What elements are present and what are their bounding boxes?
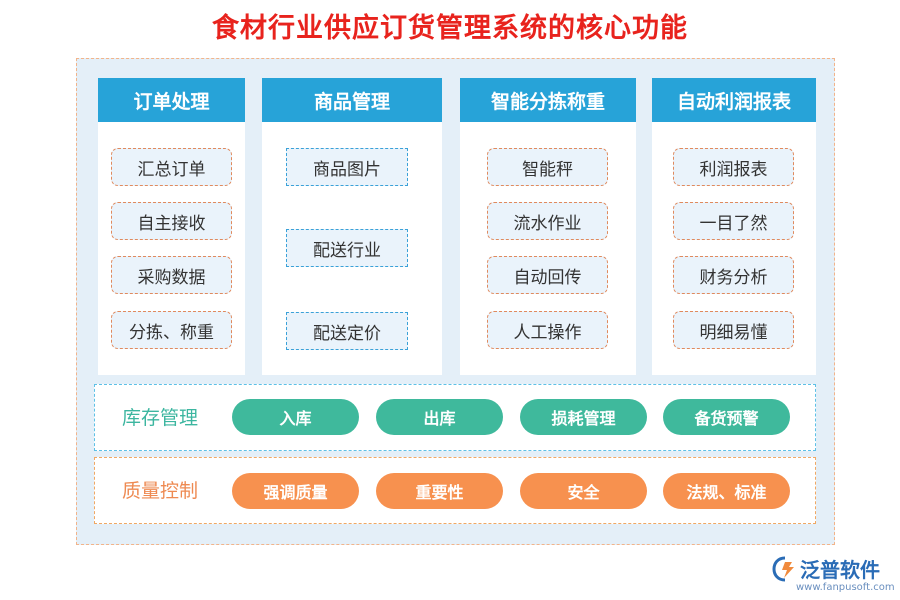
column-header: 智能分拣称重 bbox=[460, 78, 636, 122]
function-item: 自动回传 bbox=[487, 256, 608, 294]
column-smart-sorting-weighing: 智能分拣称重 智能秤 流水作业 自动回传 人工操作 bbox=[460, 78, 636, 375]
function-item: 流水作业 bbox=[487, 202, 608, 240]
logo-name: 泛普软件 bbox=[800, 558, 880, 582]
quality-pill: 强调质量 bbox=[232, 473, 359, 509]
inventory-pill: 损耗管理 bbox=[520, 399, 647, 435]
brand-logo: 泛普软件 www.fanpusoft.com bbox=[770, 552, 895, 596]
inventory-pill: 入库 bbox=[232, 399, 359, 435]
quality-pill: 安全 bbox=[520, 473, 647, 509]
function-item: 一目了然 bbox=[673, 202, 794, 240]
function-item: 配送定价 bbox=[286, 312, 408, 350]
function-item: 商品图片 bbox=[286, 148, 408, 186]
function-item: 明细易懂 bbox=[673, 311, 794, 349]
function-item: 配送行业 bbox=[286, 229, 408, 267]
function-item: 自主接收 bbox=[111, 202, 232, 240]
fanpu-logo-icon bbox=[772, 556, 794, 582]
column-header: 订单处理 bbox=[98, 78, 245, 122]
column-product-management: 商品管理 商品图片 配送行业 配送定价 bbox=[262, 78, 442, 375]
inventory-pill: 出库 bbox=[376, 399, 503, 435]
function-item: 人工操作 bbox=[487, 311, 608, 349]
logo-url: www.fanpusoft.com bbox=[796, 582, 895, 593]
page-title: 食材行业供应订货管理系统的核心功能 bbox=[212, 13, 688, 44]
quality-label: 质量控制 bbox=[122, 480, 199, 502]
column-header: 自动利润报表 bbox=[652, 78, 816, 122]
function-item: 财务分析 bbox=[673, 256, 794, 294]
inventory-label: 库存管理 bbox=[122, 407, 199, 429]
function-item: 利润报表 bbox=[673, 148, 794, 186]
function-item: 智能秤 bbox=[487, 148, 608, 186]
column-order-processing: 订单处理 汇总订单 自主接收 采购数据 分拣、称重 bbox=[98, 78, 245, 375]
function-item: 采购数据 bbox=[111, 256, 232, 294]
column-header: 商品管理 bbox=[262, 78, 442, 122]
inventory-pill: 备货预警 bbox=[663, 399, 790, 435]
quality-pill: 重要性 bbox=[376, 473, 503, 509]
function-item: 分拣、称重 bbox=[111, 311, 232, 349]
function-item: 汇总订单 bbox=[111, 148, 232, 186]
quality-pill: 法规、标准 bbox=[663, 473, 790, 509]
column-auto-profit-report: 自动利润报表 利润报表 一目了然 财务分析 明细易懂 bbox=[652, 78, 816, 375]
